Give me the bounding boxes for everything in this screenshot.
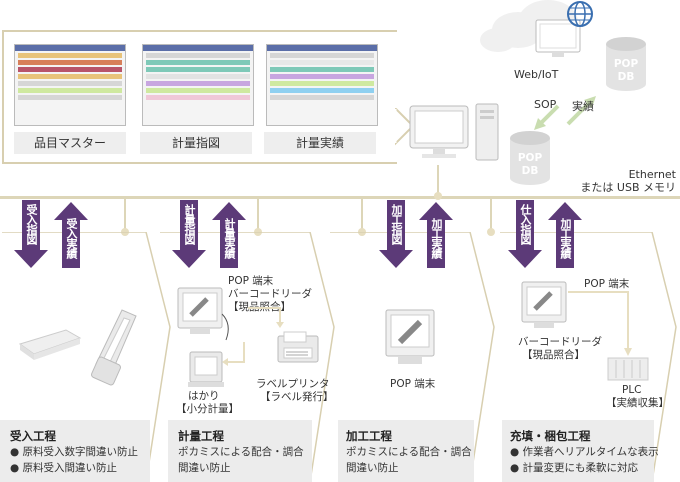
cloud-icon [480,0,581,57]
db-label: DB [617,71,635,83]
arrow-label-down: 加工指図 [390,204,403,244]
screen-thumb-keiryo-jisseki [266,44,378,126]
screen-label: 計量指図 [140,132,252,154]
sync-arrows [534,96,596,130]
shobun-label: 【小分計量】 [176,403,239,415]
label-printer-label: ラベルプリンタ [256,378,330,390]
stage-bullet: ● 原料受入間違い防止 [10,462,117,474]
screen-thumb-hinmoku [14,44,126,126]
flow-arrows [14,200,582,268]
arrow-label-up: 加工実績 [559,218,572,258]
pop-terminal-label: POP 端末 [584,278,630,290]
branch-line [361,198,363,232]
branch-line [257,198,259,232]
arrow-label-up: 加工実績 [430,218,443,258]
db-label: POP [613,58,639,70]
web-iot-label: Web/IoT [514,68,559,81]
branch-line [124,198,126,232]
stage-description: 充填・梱包工程 ● 作業者へリアルタイムな表示 ● 計量変更にも柔軟に対応 [510,428,659,476]
jisseki-label: 実績 [572,100,594,113]
db-label: DB [521,165,539,177]
hakari-label: はかり [188,390,220,402]
arrow-label-down: 受入指図 [25,204,38,244]
stage-description: 加工工程 ポカミスによる配合・調合 間違い防止 [346,428,472,476]
stage-title: 加工工程 [346,429,392,443]
stage-panel [502,420,654,482]
stage-panel [0,420,150,482]
server-pc-icon [409,103,499,161]
network-label: Ethernet または USB メモリ [580,168,676,194]
stage-panel [168,420,312,482]
scale-icon [188,351,224,387]
connector-line [568,291,632,356]
stage-description: 計量工程 ポカミスによる配合・調合 間違い防止 [178,428,304,476]
stage-bullet: ポカミスによる配合・調合 [178,446,304,458]
screen-label: 品目マスター [14,132,126,154]
stage-panel [338,420,474,482]
pop-terminal-icon [385,309,435,364]
arrow-label-up: 計量実績 [223,218,236,258]
network-line [0,196,680,199]
database-icon [510,131,550,185]
plc-icon [607,357,649,381]
pop-terminal-label: POP 端末 [390,378,436,390]
pop-terminal-label: POP 端末 [228,275,274,287]
arrow-label-up: 受入実績 [65,218,78,258]
sop-label: SOP [534,98,557,111]
pop-terminal-icon [521,281,567,328]
stage-bullet: ● 計量変更にも柔軟に対応 [510,462,638,474]
connector-line [248,307,284,328]
stage-title: 受入工程 [10,429,56,443]
database-icon [606,37,646,91]
barcode-reader-label: バーコードリーダ [228,288,312,300]
barcode-reader-label: バーコードリーダ [518,336,602,348]
network-node [434,192,442,200]
screen-thumb-keiryo-shizu [142,44,254,126]
network-drop [437,165,439,197]
stage-title: 充填・梱包工程 [510,429,591,443]
db-label: POP [517,152,543,164]
screens-panel: 品目マスター 計量指図 計量実績 [2,30,397,164]
callout-pointer [395,108,415,146]
screen-label: 計量実績 [264,132,376,154]
globe-icon [567,1,593,27]
receiving-devices-icon [18,309,137,386]
stage-description: 受入工程 ● 原料受入数字間違い防止 ● 原料受入間違い防止 [10,428,138,476]
network-node [487,228,495,236]
stage-title: 計量工程 [178,429,224,443]
plc-label: PLC [622,384,642,396]
pop-terminal-icon [177,287,229,341]
stage-bullet: ● 原料受入数字間違い防止 [10,446,138,458]
stage-bullet: 間違い防止 [346,462,399,474]
label-printer-icon [277,331,319,363]
jisseki-shushu-label: 【実績収集】 [606,397,669,409]
genpin-label: 【現品照合】 [522,349,585,361]
stage-bullet: 間違い防止 [178,462,231,474]
arrow-label-down: 計量指図 [183,204,196,244]
stage-bullet: ● 作業者へリアルタイムな表示 [510,446,659,458]
stage-bullet: ポカミスによる配合・調合 [346,446,472,458]
label-hakko-label: 【ラベル発行】 [260,391,334,403]
process-flow-frame [2,232,677,482]
branch-line [490,198,492,232]
arrow-label-down: 仕入指図 [519,204,532,244]
connector-line [222,342,245,366]
